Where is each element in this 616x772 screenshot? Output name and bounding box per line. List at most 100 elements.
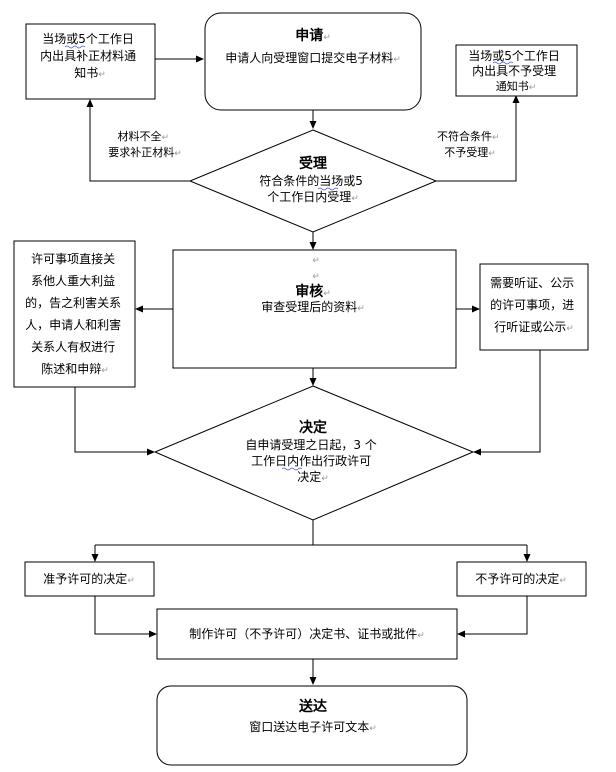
node-review: ↵ ↵ 审核↵ 审查受理后的资料↵ — [172, 249, 457, 369]
paragraph-mark-icon: ↵ — [312, 256, 320, 266]
svg-text:当场或5个工作日 内出具补正材料通: 当场或5个工作日 内出具补正材料通 知书↵ — [40, 32, 140, 80]
node-deliver: 送达 窗口送达电子许可文本↵ — [156, 685, 468, 766]
reject-notice-line: 通知书 — [496, 79, 529, 93]
edge-label-incomplete: 材料不全↵ 要求补正材料↵ — [108, 129, 182, 159]
svg-text:不符合条件↵ 不予受理↵: 不符合条件↵ 不予受理↵ — [437, 129, 503, 159]
paragraph-mark-icon: ↵ — [161, 133, 169, 143]
review-box — [172, 249, 457, 369]
deny-text: 不予许可的决定 — [475, 571, 559, 586]
statement-line: 人，申请人和利害 — [25, 317, 121, 332]
produce-box — [156, 608, 458, 660]
decision-title: 决定 — [299, 419, 327, 436]
accept-line: 符合条件的当场或5 — [259, 173, 363, 188]
decision-diamond — [153, 385, 475, 521]
deny-box — [456, 561, 587, 597]
svg-text:申请人向受理窗口提交电子材料↵: 申请人向受理窗口提交电子材料↵ — [225, 50, 401, 65]
svg-text:符合条件的当场或5 个工作日内受理↵: 符合条件的当场或5 个工作日内受理↵ — [259, 173, 366, 204]
paragraph-mark-icon: ↵ — [529, 83, 537, 93]
node-grant: 准予许可的决定↵ — [24, 561, 155, 597]
statement-box — [13, 240, 136, 388]
accept-title: 受理 — [299, 155, 327, 172]
node-supplement-notice: 当场或5个工作日 内出具补正材料通 知书↵ — [25, 23, 156, 100]
accept-diamond — [188, 129, 438, 233]
node-deny: 不予许可的决定↵ — [456, 561, 587, 597]
review-title: 审核 — [295, 283, 323, 300]
wavy-underline — [492, 61, 514, 65]
svg-text:不予许可的决定↵: 不予许可的决定↵ — [475, 571, 567, 586]
node-hearing: 需要听证、公示 的许可事项，进 行听证或公示↵ — [479, 263, 589, 351]
svg-text:审查受理后的资料↵: 审查受理后的资料↵ — [261, 299, 365, 314]
deliver-title: 送达 — [298, 698, 327, 715]
spellcheck-underlines — [64, 45, 514, 471]
deliver-text: 窗口送达电子许可文本 — [249, 719, 369, 734]
apply-text: 申请人向受理窗口提交电子材料 — [225, 50, 393, 65]
paragraph-mark-icon: ↵ — [174, 149, 182, 159]
produce-text: 制作许可（不予许可）决定书、证书或批件 — [189, 626, 417, 641]
review-text: 审查受理后的资料 — [261, 299, 357, 314]
paragraph-mark-icon: ↵ — [357, 304, 365, 314]
paragraph-mark-icon: ↵ — [492, 133, 500, 143]
decision-line: 自申请受理之日起，3 个 — [245, 438, 376, 452]
svg-text:自申请受理之日起，3 个 工作日内作出行政许可: 自申请受理之日起，3 个 工作日内作出行政许可 决定↵ — [245, 438, 380, 484]
node-produce: 制作许可（不予许可）决定书、证书或批件↵ — [156, 608, 458, 660]
node-decision: 决定 自申请受理之日起，3 个 工作日内作出行政许可 决定↵ — [153, 385, 475, 521]
svg-text:窗口送达电子许可文本↵: 窗口送达电子许可文本↵ — [249, 719, 377, 734]
arrow-hearing-to-decision — [473, 350, 541, 456]
wavy-underline — [64, 45, 86, 49]
svg-text:许可事项直接关 系他人重大利益 的，: 许可事项直接关 系他人重大利益 的，告之利害关系 人，申请人和利害 关系人有权进… — [25, 251, 125, 376]
reject-notice-line: 内出具不予受理 — [472, 64, 556, 78]
edge-label-line: 材料不全 — [117, 129, 161, 143]
paragraph-mark-icon: ↵ — [312, 272, 320, 282]
paragraph-mark-icon: ↵ — [323, 33, 331, 43]
arrow-statement-to-decision — [74, 387, 155, 456]
accept-line: 个工作日内受理 — [267, 190, 351, 204]
supplement-notice-box — [25, 23, 156, 100]
supplement-notice-line: 知书 — [74, 66, 98, 80]
svg-text:材料不全↵ 要求补正材料↵: 材料不全↵ 要求补正材料↵ — [108, 129, 182, 159]
statement-line: 关系人有权进行 — [31, 340, 115, 354]
paragraph-mark-icon: ↵ — [127, 576, 135, 586]
paragraph-mark-icon: ↵ — [98, 70, 106, 80]
svg-text:审核↵: 审核↵ — [295, 283, 331, 300]
deliver-box — [156, 685, 468, 766]
apply-title: 申请 — [295, 27, 323, 44]
paragraph-mark-icon: ↵ — [369, 724, 377, 734]
supplement-notice-line: 内出具补正材料通 — [40, 49, 136, 63]
svg-text:准予许可的决定↵: 准予许可的决定↵ — [43, 571, 135, 586]
wavy-underline — [281, 467, 303, 471]
svg-text:制作许可（不予许可）决定书、证书或批件↵: 制作许可（不予许可）决定书、证书或批件↵ — [189, 626, 425, 641]
edge-label-line: 不符合条件 — [437, 129, 492, 143]
edge-label-line: 不予受理 — [444, 146, 488, 159]
svg-text:当场或5个工作日 内出具不予受理 通: 当场或5个工作日 内出具不予受理 通知书↵ — [468, 49, 563, 93]
paragraph-mark-icon: ↵ — [566, 324, 574, 334]
node-apply: 申请↵ 申请人向受理窗口提交电子材料↵ — [204, 12, 422, 111]
wavy-underline — [317, 187, 339, 191]
hearing-line: 的许可事项，进 — [490, 297, 574, 312]
svg-text:需要听证、公示 的许可事项，进 行听: 需要听证、公示 的许可事项，进 行听证或公示↵ — [490, 276, 578, 334]
edge-label-line: 要求补正材料 — [108, 145, 174, 159]
paragraph-mark-icon: ↵ — [488, 149, 496, 159]
node-reject-notice: 当场或5个工作日 内出具不予受理 通知书↵ — [455, 44, 578, 97]
arrow-accept-to-supplement — [86, 99, 190, 182]
node-statement: 许可事项直接关 系他人重大利益 的，告之利害关系 人，申请人和利害 关系人有权进… — [13, 240, 136, 388]
statement-line: 的，告之利害关系 — [25, 295, 121, 310]
node-accept: 受理 符合条件的当场或5 个工作日内受理↵ — [188, 129, 438, 233]
statement-line: 陈述和申辩 — [41, 361, 101, 376]
arrow-grant-to-produce — [94, 596, 157, 638]
statement-line: 许可事项直接关 — [31, 251, 115, 266]
supplement-notice-line: 当场或5个工作日 — [42, 32, 134, 46]
paragraph-mark-icon: ↵ — [321, 474, 329, 484]
svg-text:申请↵: 申请↵ — [295, 27, 331, 44]
reject-notice-box — [455, 44, 578, 97]
paragraph-mark-icon: ↵ — [417, 631, 425, 641]
reject-notice-line: 当场或5个工作日 — [468, 49, 560, 63]
connectors — [74, 55, 541, 685]
decision-line: 工作日内作出行政许可 — [251, 454, 371, 468]
decision-line: 决定 — [297, 469, 321, 484]
grant-text: 准予许可的决定 — [43, 571, 127, 586]
edge-label-not-qualified: 不符合条件↵ 不予受理↵ — [437, 129, 503, 159]
arrow-deny-to-produce — [457, 596, 528, 638]
statement-line: 系他人重大利益 — [31, 274, 115, 288]
hearing-line: 需要听证、公示 — [490, 276, 574, 290]
